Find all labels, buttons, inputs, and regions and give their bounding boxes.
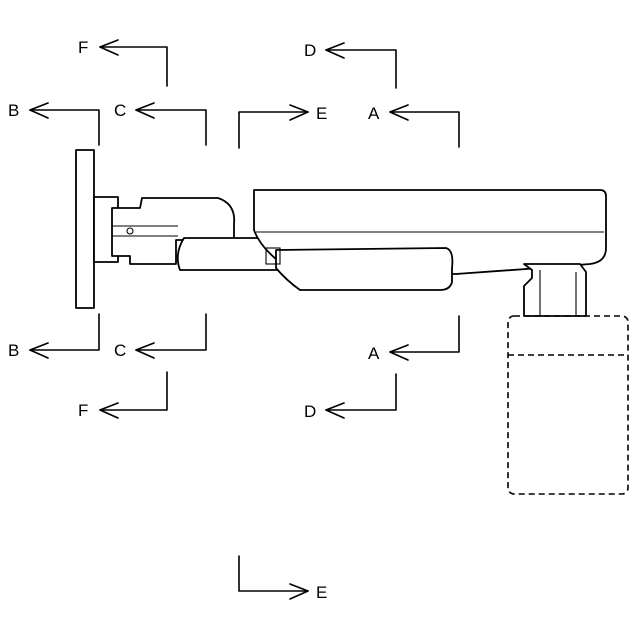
section-marker-b-bottom: B xyxy=(8,314,99,360)
section-marker-b-top: B xyxy=(8,101,99,145)
section-label-d-top: D xyxy=(304,41,316,60)
section-label-f-top: F xyxy=(78,38,88,57)
section-marker-f-top: F xyxy=(78,38,167,86)
section-markers: F F D D B B xyxy=(8,38,459,602)
under-pod xyxy=(276,248,452,290)
section-label-a-bottom: A xyxy=(368,344,380,363)
mount-assembly xyxy=(76,150,628,494)
section-label-e-top: E xyxy=(316,104,327,123)
section-marker-f-bottom: F xyxy=(78,372,167,420)
section-label-e-bottom: E xyxy=(316,583,327,602)
section-label-b-top: B xyxy=(8,101,19,120)
section-marker-c-top: C xyxy=(114,101,206,145)
section-marker-d-top: D xyxy=(304,41,396,88)
section-label-f-bottom: F xyxy=(78,401,88,420)
section-marker-e-bottom: E xyxy=(239,556,327,602)
camera-housing-dashed xyxy=(508,316,628,494)
section-label-d-bottom: D xyxy=(304,402,316,421)
section-label-b-bottom: B xyxy=(8,341,19,360)
section-marker-d-bottom: D xyxy=(304,374,396,421)
section-label-c-top: C xyxy=(114,101,126,120)
camera-bracket xyxy=(524,264,586,316)
section-label-a-top: A xyxy=(368,104,380,123)
section-marker-a-bottom: A xyxy=(368,316,459,363)
section-marker-c-bottom: C xyxy=(114,314,206,360)
section-marker-a-top: A xyxy=(368,104,459,147)
section-label-c-bottom: C xyxy=(114,341,126,360)
section-marker-e-top: E xyxy=(239,104,327,148)
wall-plate xyxy=(76,150,94,308)
